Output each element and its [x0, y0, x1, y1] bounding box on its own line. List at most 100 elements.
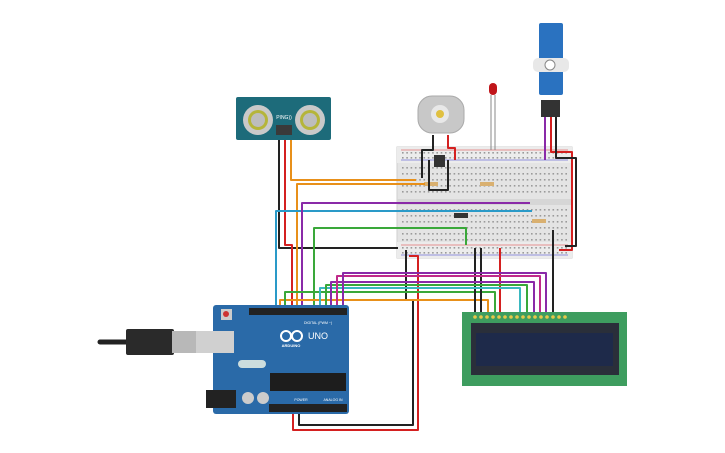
breadboard-hole	[402, 233, 404, 235]
breadboard-hole	[531, 209, 533, 211]
breadboard-hole	[410, 215, 413, 217]
breadboard-hole	[565, 247, 567, 249]
breadboard-hole	[488, 239, 490, 241]
breadboard-hole	[561, 185, 563, 187]
pushbutton[interactable]	[454, 213, 468, 218]
breadboard-hole	[565, 209, 567, 211]
breadboard-hole	[509, 173, 512, 175]
arduino-uno[interactable]: ARDUINO UNO DIGITAL (PWM ~) POWER ANALOG…	[196, 305, 349, 414]
breadboard-hole	[457, 173, 460, 175]
breadboard-hole	[457, 239, 460, 241]
breadboard-hole	[509, 239, 512, 241]
breadboard-hole	[539, 215, 542, 217]
breadboard-hole	[509, 152, 512, 154]
breadboard-hole	[462, 157, 464, 159]
breadboard-hole	[414, 221, 417, 223]
breadboard-hole	[500, 233, 503, 235]
lcd-pin	[497, 315, 501, 319]
breadboard-hole	[500, 221, 503, 223]
breadboard-hole	[565, 252, 567, 254]
breadboard-hole	[500, 157, 503, 159]
breadboard-hole	[531, 152, 533, 154]
resistor[interactable]	[480, 182, 494, 186]
breadboard-hole	[453, 233, 456, 235]
breadboard-hole	[556, 185, 559, 187]
breadboard-hole	[427, 152, 430, 154]
ultrasonic-sensor[interactable]: PING))	[236, 97, 331, 140]
breadboard-hole	[414, 247, 417, 249]
dc-motor[interactable]	[417, 95, 465, 134]
breadboard-hole	[522, 221, 524, 223]
breadboard-hole	[496, 233, 499, 235]
breadboard-hole	[535, 209, 537, 211]
breadboard-hole	[410, 239, 413, 241]
resistor[interactable]	[424, 182, 438, 186]
breadboard-hole	[483, 233, 486, 235]
breadboard-hole	[475, 191, 477, 193]
breadboard-hole	[466, 179, 469, 181]
breadboard-hole	[453, 209, 456, 211]
breadboard-hole	[445, 247, 447, 249]
breadboard-hole	[427, 215, 430, 217]
breadboard-hole	[531, 221, 533, 223]
breadboard-hole	[561, 252, 563, 254]
breadboard-hole	[462, 252, 464, 254]
breadboard-hole	[419, 173, 421, 175]
breadboard-hole	[556, 173, 559, 175]
breadboard-hole	[556, 247, 559, 249]
breadboard-hole	[475, 157, 477, 159]
breadboard-hole	[505, 152, 507, 154]
breadboard-hole	[449, 185, 451, 187]
breadboard-hole	[505, 157, 507, 159]
breadboard-hole	[552, 167, 555, 169]
breadboard-hole	[535, 157, 537, 159]
breadboard-hole	[432, 157, 434, 159]
servo-motor[interactable]	[533, 23, 569, 117]
breadboard-hole	[402, 152, 404, 154]
lcd-16x2[interactable]	[462, 312, 627, 386]
breadboard-hole	[543, 233, 546, 235]
lcd-pin	[491, 315, 495, 319]
breadboard-hole	[419, 185, 421, 187]
breadboard-hole	[518, 152, 520, 154]
breadboard-hole	[526, 173, 529, 175]
breadboard-hole	[427, 191, 430, 193]
breadboard-hole	[526, 239, 529, 241]
breadboard-hole	[500, 179, 503, 181]
breadboard-hole	[470, 185, 473, 187]
breadboard-hole	[414, 167, 417, 169]
breadboard-hole	[531, 191, 533, 193]
lcd-pin	[527, 315, 531, 319]
breadboard-hole	[505, 239, 507, 241]
breadboard-hole	[565, 179, 567, 181]
ultrasonic-label: PING))	[276, 115, 292, 121]
breadboard-hole	[445, 185, 447, 187]
breadboard-hole	[522, 173, 524, 175]
breadboard-hole	[475, 209, 477, 211]
breadboard-hole	[556, 167, 559, 169]
breadboard-hole	[402, 157, 404, 159]
breadboard-hole	[548, 167, 550, 169]
breadboard-hole	[505, 209, 507, 211]
resistor[interactable]	[532, 219, 546, 223]
breadboard-hole	[406, 167, 408, 169]
breadboard-hole	[488, 215, 490, 217]
breadboard-hole	[556, 239, 559, 241]
lcd-pin	[533, 315, 537, 319]
led[interactable]	[489, 83, 497, 150]
transistor[interactable]	[434, 155, 445, 167]
breadboard-hole	[500, 239, 503, 241]
breadboard-hole	[492, 173, 494, 175]
breadboard-hole	[410, 185, 413, 187]
breadboard-hole	[561, 167, 563, 169]
breadboard-hole	[449, 221, 451, 223]
breadboard-hole	[440, 233, 443, 235]
breadboard-hole	[509, 157, 512, 159]
breadboard-hole	[518, 185, 520, 187]
breadboard-hole	[479, 179, 481, 181]
breadboard-hole	[483, 191, 486, 193]
breadboard-hole	[440, 152, 443, 154]
breadboard-hole	[509, 191, 512, 193]
breadboard-hole	[492, 227, 494, 229]
breadboard-hole	[414, 157, 417, 159]
